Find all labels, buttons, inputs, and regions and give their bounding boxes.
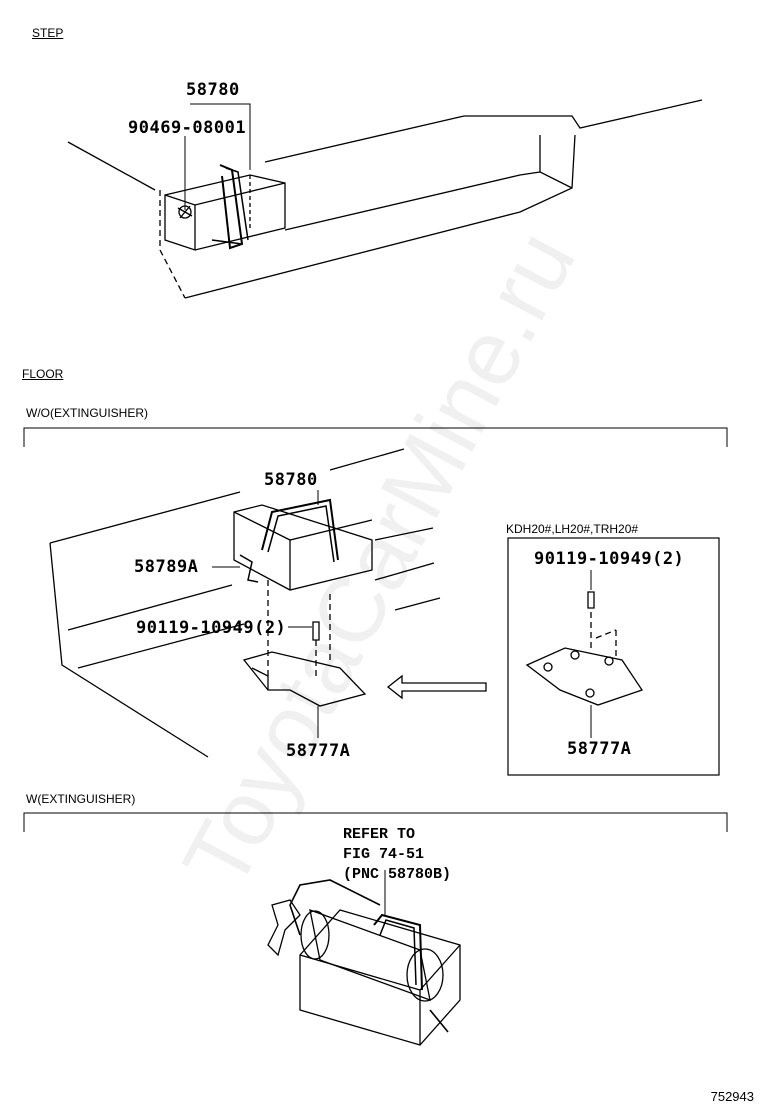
part-number-floor-plate[interactable]: 58777A: [286, 741, 351, 761]
part-number-floor-bracket[interactable]: 58780: [264, 470, 318, 490]
part-number-variant-bolt[interactable]: 90119-10949(2): [534, 549, 685, 569]
variant-box: [507, 537, 720, 776]
part-number-variant-plate[interactable]: 58777A: [567, 739, 632, 759]
part-number-step-bracket[interactable]: 58780: [186, 80, 240, 100]
part-number-floor-bolt[interactable]: 90119-10949(2): [136, 618, 287, 638]
section-label-step: STEP: [32, 26, 64, 40]
step-view: [67, 99, 703, 299]
w-frame: [23, 812, 728, 832]
floor-view: [49, 448, 487, 758]
extinguisher-view: [267, 870, 461, 1046]
figure-number: 752943: [710, 1089, 754, 1104]
section-label-with-extinguisher: W(EXTINGUISHER): [26, 792, 136, 806]
refer-note-line1: REFER TO: [343, 826, 416, 843]
variant-models-label: KDH20#,LH20#,TRH20#: [506, 522, 639, 536]
wo-frame: [23, 427, 728, 447]
refer-note-line2[interactable]: FIG 74-51: [343, 846, 425, 863]
part-number-floor-band[interactable]: 58789A: [134, 557, 199, 577]
part-number-step-clip[interactable]: 90469-08001: [128, 118, 247, 138]
section-label-floor: FLOOR: [22, 367, 64, 381]
section-label-without-extinguisher: W/O(EXTINGUISHER): [26, 406, 148, 420]
refer-note-line3: (PNC 58780B): [343, 866, 452, 883]
